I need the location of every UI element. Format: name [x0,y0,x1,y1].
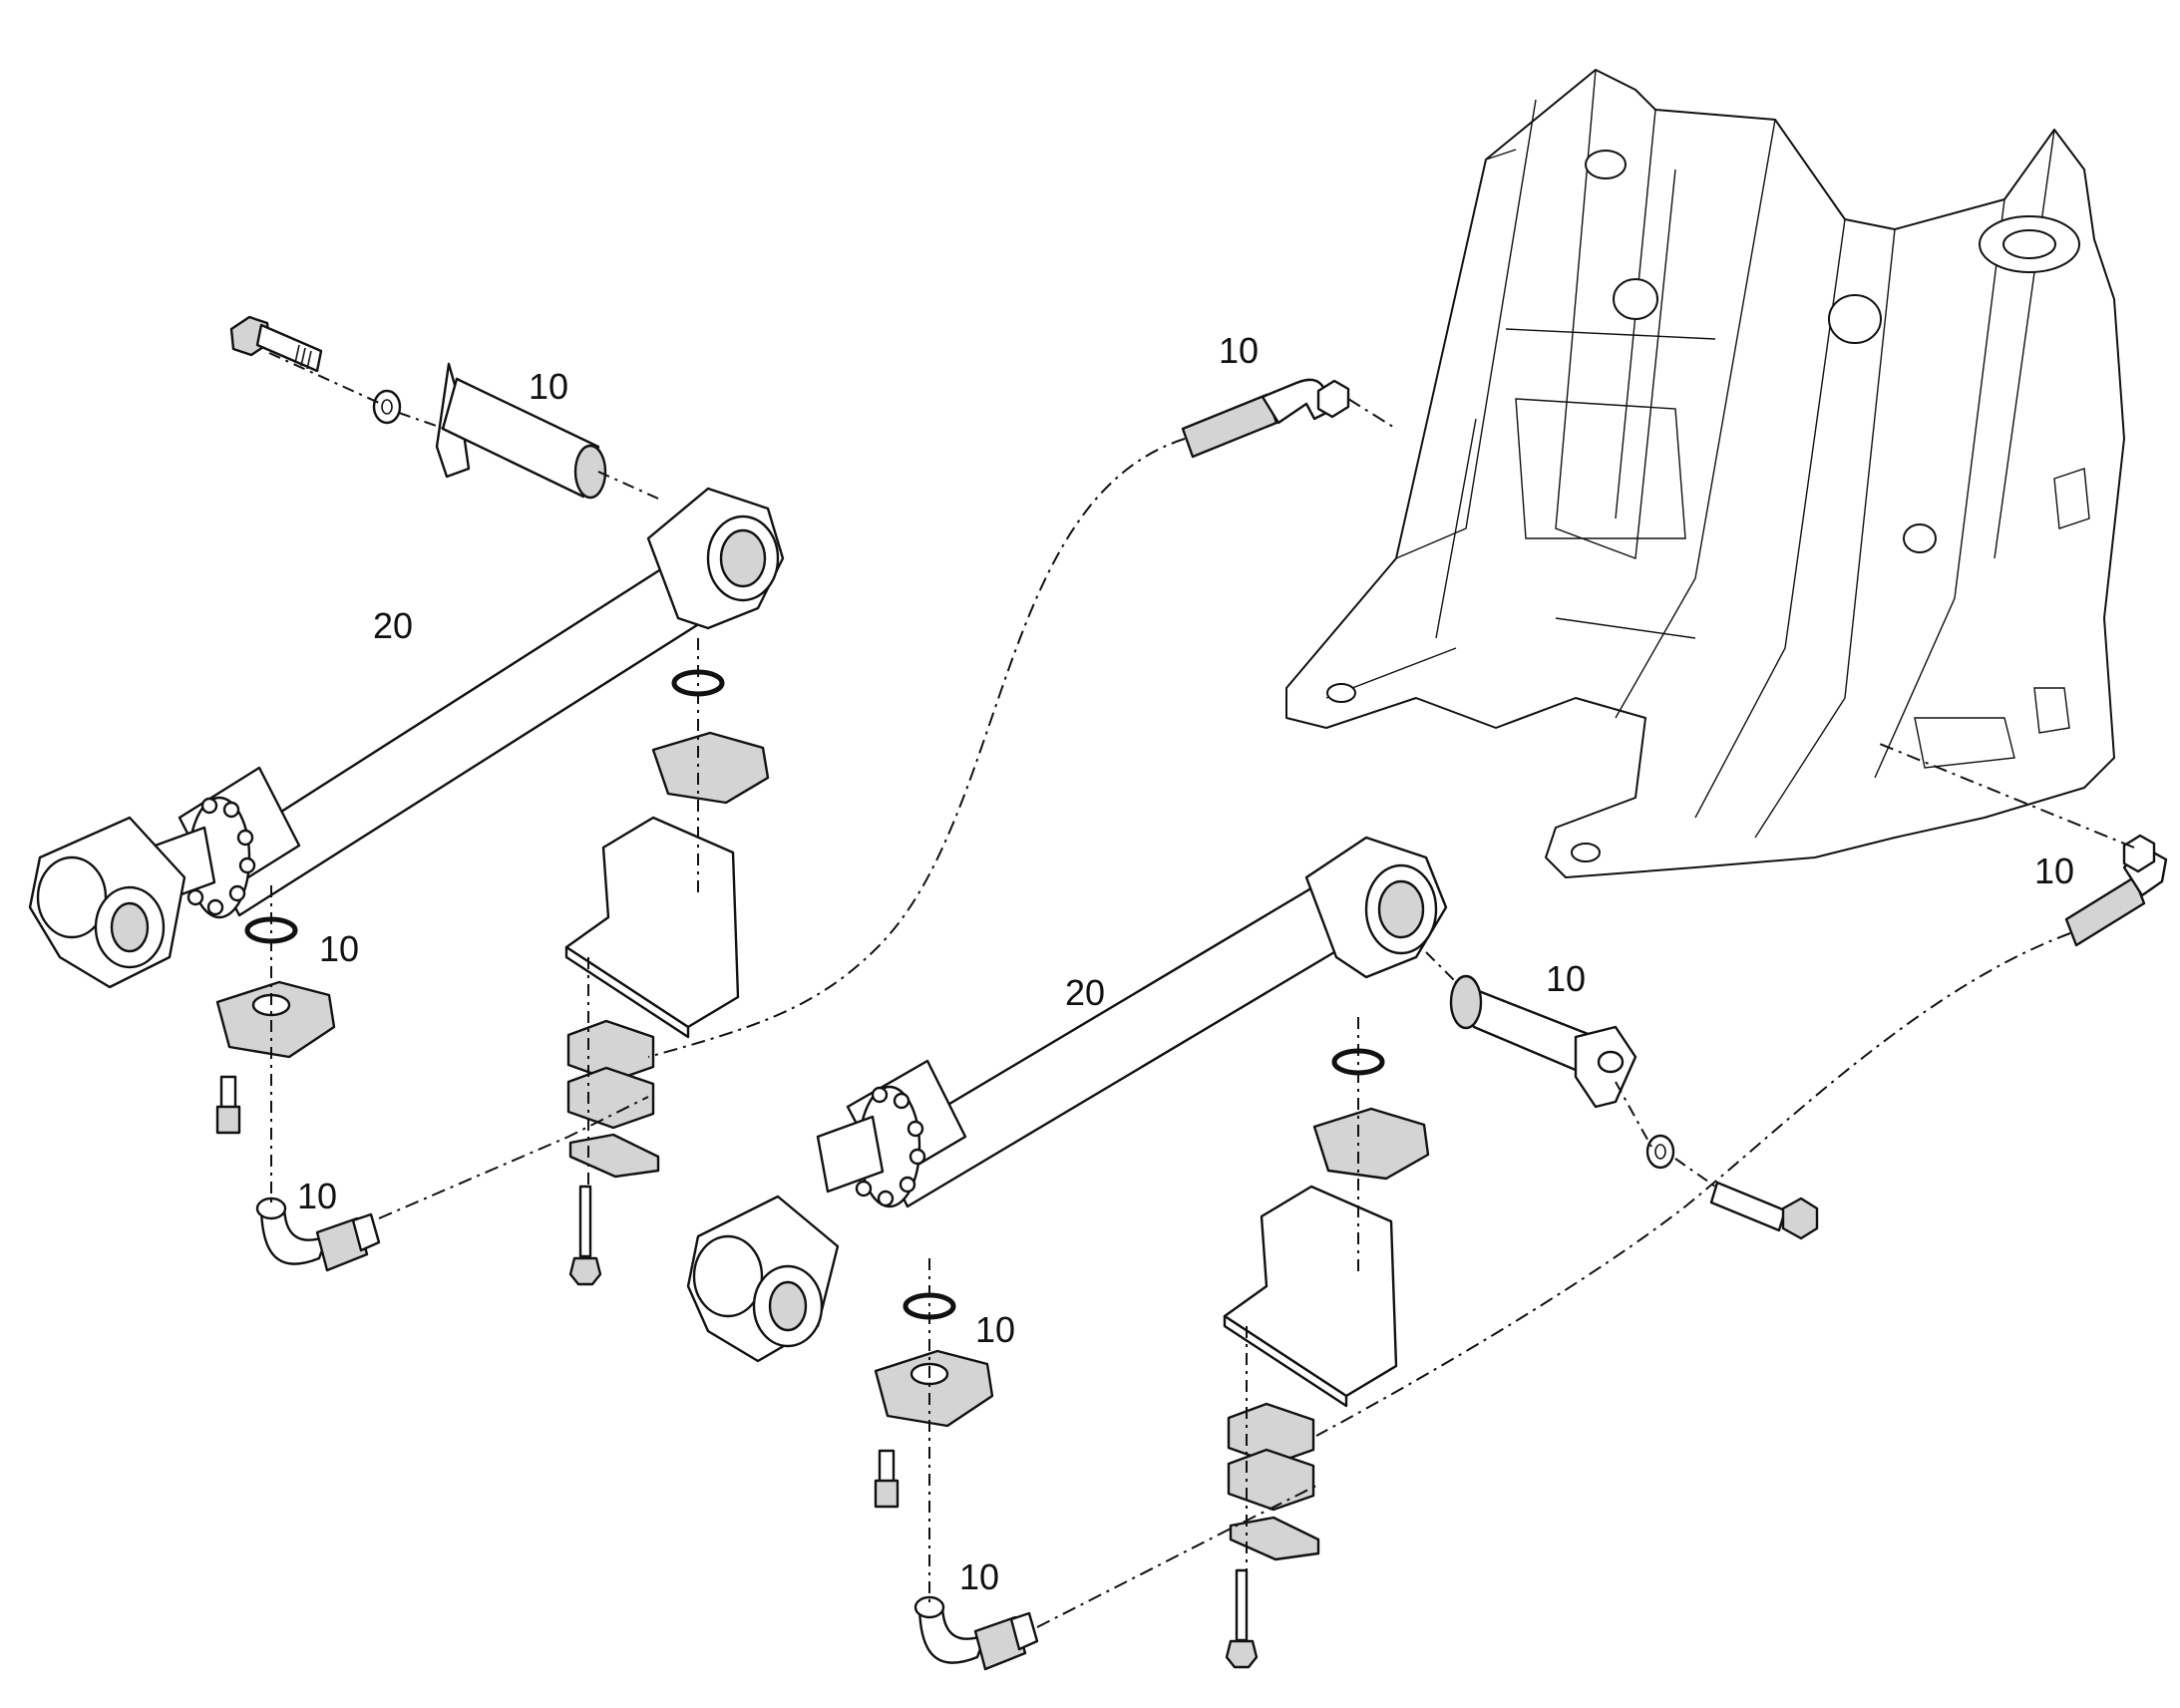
callout-cylinder-left: 20 [373,605,413,646]
clamp-half-right-upper [1227,1402,1315,1466]
callout-flange-left: 10 [319,928,359,969]
split-flange-left [215,980,336,1059]
hose-route-right [1315,741,2135,1437]
cylinder-assembly-right [686,836,1819,1671]
callout-flange-right: 10 [975,1309,1015,1350]
hose-route-lower [1036,1485,1317,1628]
pivot-pin-left [435,362,607,500]
elbow-hose-left [255,1196,381,1272]
bracket-left [564,816,740,1039]
hose-upper [1181,378,1350,459]
clamp-half-right-lower [1227,1448,1315,1512]
hose-route-left [378,1096,649,1219]
split-flange-left-top [651,731,770,805]
bracket-right [1223,1185,1398,1408]
washer-right [1645,1134,1675,1170]
elbow-hose-right [913,1595,1039,1671]
split-flange-right [874,1349,994,1428]
socket-screw-left [215,1075,241,1135]
clamp-half-left-upper [566,1019,655,1083]
hose-route-upper [647,398,1397,1058]
split-flange-right-top [1312,1107,1430,1181]
clamp-half-left-lower [566,1066,655,1130]
pivot-pin-right [1449,974,1637,1109]
pin-bolt-left [229,315,323,373]
callout-cylinder-right: 20 [1065,972,1105,1013]
loader-frame [1285,69,2125,878]
callout-elbow-right: 10 [959,1556,999,1597]
axis-pin-left [268,352,659,500]
cover-plate-left [568,1133,660,1179]
cover-plate-right [1229,1516,1320,1561]
callout-hose-right: 10 [2034,851,2074,891]
clamp-bolt-right [1225,1568,1259,1669]
callout-hose-top: 10 [1219,330,1259,371]
pin-bolt-right [1709,1181,1819,1240]
hydraulic-cylinder-right [686,836,1448,1363]
cylinder-assembly-left [28,315,785,1286]
hose-right-end [2064,834,2168,947]
hydraulic-cylinder-left [28,487,785,989]
callout-elbow-left: 10 [297,1176,337,1216]
callout-pin-top-left: 10 [529,366,568,407]
washer-left-top [372,389,402,425]
clamp-bolt-left [568,1185,602,1286]
socket-screw-right [874,1449,900,1509]
callout-pin-right: 10 [1546,958,1586,999]
flange-bolts-right [851,1086,926,1207]
